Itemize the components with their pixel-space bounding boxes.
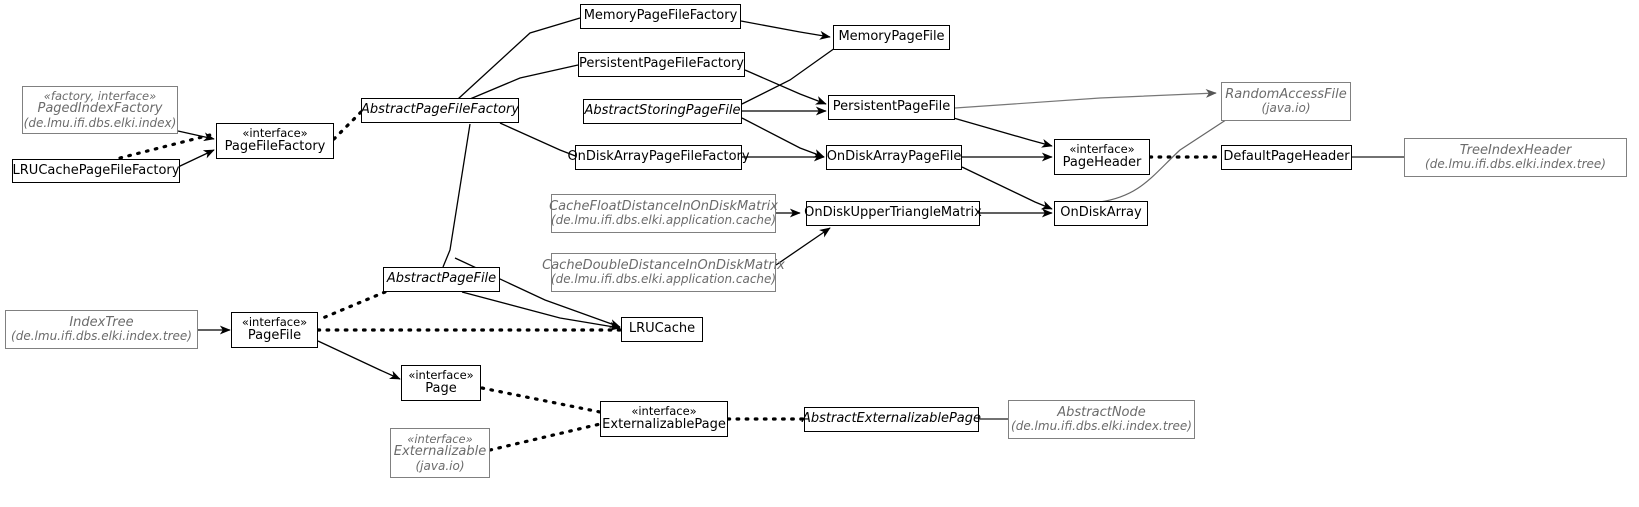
node-label: CacheDoubleDistanceInOnDiskMatrix bbox=[542, 257, 785, 273]
node-label: CacheFloatDistanceInOnDiskMatrix bbox=[549, 198, 778, 214]
node-label: PersistentPageFileFactory bbox=[578, 56, 745, 72]
node-on-disk-array-page-file[interactable]: OnDiskArrayPageFile bbox=[826, 145, 962, 170]
node-package: (java.io) bbox=[1261, 101, 1311, 116]
node-label: RandomAccessFile bbox=[1225, 86, 1347, 102]
node-label: PageFileFactory bbox=[224, 139, 326, 155]
node-page[interactable]: «interface» Page bbox=[401, 365, 481, 401]
node-cache-float-distance-in-on-disk-matrix[interactable]: CacheFloatDistanceInOnDiskMatrix (de.lmu… bbox=[549, 194, 778, 233]
node-package: (de.lmu.ifi.dbs.elki.application.cache) bbox=[550, 213, 777, 228]
node-memory-page-file[interactable]: MemoryPageFile bbox=[833, 25, 950, 50]
node-abstract-storing-page-file[interactable]: AbstractStoringPageFile bbox=[583, 99, 742, 124]
node-page-file-factory[interactable]: «interface» PageFileFactory bbox=[216, 123, 334, 159]
node-label: DefaultPageHeader bbox=[1223, 149, 1350, 165]
node-package: (de.lmu.ifi.dbs.elki.index.tree) bbox=[11, 329, 192, 344]
node-label: ExternalizablePage bbox=[602, 417, 726, 433]
node-label: OnDiskArray bbox=[1060, 205, 1142, 221]
node-tree-index-header[interactable]: TreeIndexHeader (de.lmu.ifi.dbs.elki.ind… bbox=[1404, 138, 1627, 177]
node-label: LRUCachePageFileFactory bbox=[12, 162, 180, 178]
node-label: Page bbox=[425, 381, 457, 397]
node-lru-cache-page-file-factory[interactable]: LRUCachePageFileFactory bbox=[12, 159, 180, 183]
node-label: OnDiskUpperTriangleMatrix bbox=[804, 205, 982, 221]
node-label: IndexTree bbox=[69, 314, 134, 330]
node-on-disk-array[interactable]: OnDiskArray bbox=[1054, 201, 1148, 226]
node-paged-index-factory[interactable]: «factory, interface» PagedIndexFactory (… bbox=[22, 86, 178, 134]
node-package: (de.lmu.ifi.dbs.elki.index.tree) bbox=[1425, 157, 1606, 172]
node-label: AbstractPageFileFactory bbox=[361, 102, 520, 118]
node-on-disk-upper-triangle-matrix[interactable]: OnDiskUpperTriangleMatrix bbox=[804, 201, 982, 226]
node-package: (de.lmu.ifi.dbs.elki.index.tree) bbox=[1011, 419, 1192, 434]
node-label: MemoryPageFileFactory bbox=[583, 8, 738, 24]
node-abstract-externalizable-page[interactable]: AbstractExternalizablePage bbox=[802, 407, 981, 432]
node-label: PageHeader bbox=[1062, 155, 1142, 171]
node-memory-page-file-factory[interactable]: MemoryPageFileFactory bbox=[580, 4, 741, 29]
node-stereotype: «interface» bbox=[407, 431, 473, 446]
node-stereotype: «interface» bbox=[1069, 142, 1135, 157]
node-package: (de.lmu.ifi.dbs.elki.index) bbox=[23, 115, 177, 130]
node-abstract-node[interactable]: AbstractNode (de.lmu.ifi.dbs.elki.index.… bbox=[1008, 400, 1195, 439]
node-persistent-page-file[interactable]: PersistentPageFile bbox=[828, 95, 955, 120]
node-label: OnDiskArrayPageFileFactory bbox=[567, 149, 750, 165]
node-label: PersistentPageFile bbox=[832, 99, 951, 115]
node-cache-double-distance-in-on-disk-matrix[interactable]: CacheDoubleDistanceInOnDiskMatrix (de.lm… bbox=[542, 253, 785, 292]
node-persistent-page-file-factory[interactable]: PersistentPageFileFactory bbox=[578, 52, 745, 77]
node-random-access-file[interactable]: RandomAccessFile (java.io) bbox=[1221, 82, 1351, 121]
node-on-disk-array-page-file-factory[interactable]: OnDiskArrayPageFileFactory bbox=[567, 145, 750, 170]
node-stereotype: «factory, interface» bbox=[43, 88, 157, 103]
node-label: MemoryPageFile bbox=[838, 29, 945, 45]
node-page-file[interactable]: «interface» PageFile bbox=[231, 312, 318, 348]
node-lru-cache[interactable]: LRUCache bbox=[621, 317, 703, 342]
node-label: AbstractStoringPageFile bbox=[584, 103, 741, 119]
node-externalizable-page[interactable]: «interface» ExternalizablePage bbox=[600, 401, 728, 437]
node-stereotype: «interface» bbox=[408, 368, 474, 383]
node-package: (de.lmu.ifi.dbs.elki.application.cache) bbox=[550, 272, 777, 287]
node-label: AbstractNode bbox=[1057, 404, 1146, 420]
node-abstract-page-file-factory[interactable]: AbstractPageFileFactory bbox=[361, 98, 519, 123]
node-stereotype: «interface» bbox=[242, 126, 308, 141]
node-externalizable[interactable]: «interface» Externalizable (java.io) bbox=[390, 428, 490, 478]
node-label: PageFile bbox=[247, 328, 302, 344]
node-label: LRUCache bbox=[628, 321, 696, 337]
node-index-tree[interactable]: IndexTree (de.lmu.ifi.dbs.elki.index.tre… bbox=[5, 310, 198, 349]
node-page-header[interactable]: «interface» PageHeader bbox=[1054, 139, 1150, 175]
node-stereotype: «interface» bbox=[631, 404, 697, 419]
node-label: Externalizable bbox=[393, 444, 487, 460]
node-label: TreeIndexHeader bbox=[1459, 142, 1572, 158]
node-label: PagedIndexFactory bbox=[37, 101, 163, 117]
node-abstract-page-file[interactable]: AbstractPageFile bbox=[383, 267, 500, 292]
node-default-page-header[interactable]: DefaultPageHeader bbox=[1221, 145, 1352, 170]
node-label: AbstractPageFile bbox=[386, 271, 497, 287]
node-package: (java.io) bbox=[415, 458, 465, 473]
node-label: OnDiskArrayPageFile bbox=[826, 149, 962, 165]
node-stereotype: «interface» bbox=[241, 315, 308, 330]
node-label: AbstractExternalizablePage bbox=[801, 411, 982, 427]
